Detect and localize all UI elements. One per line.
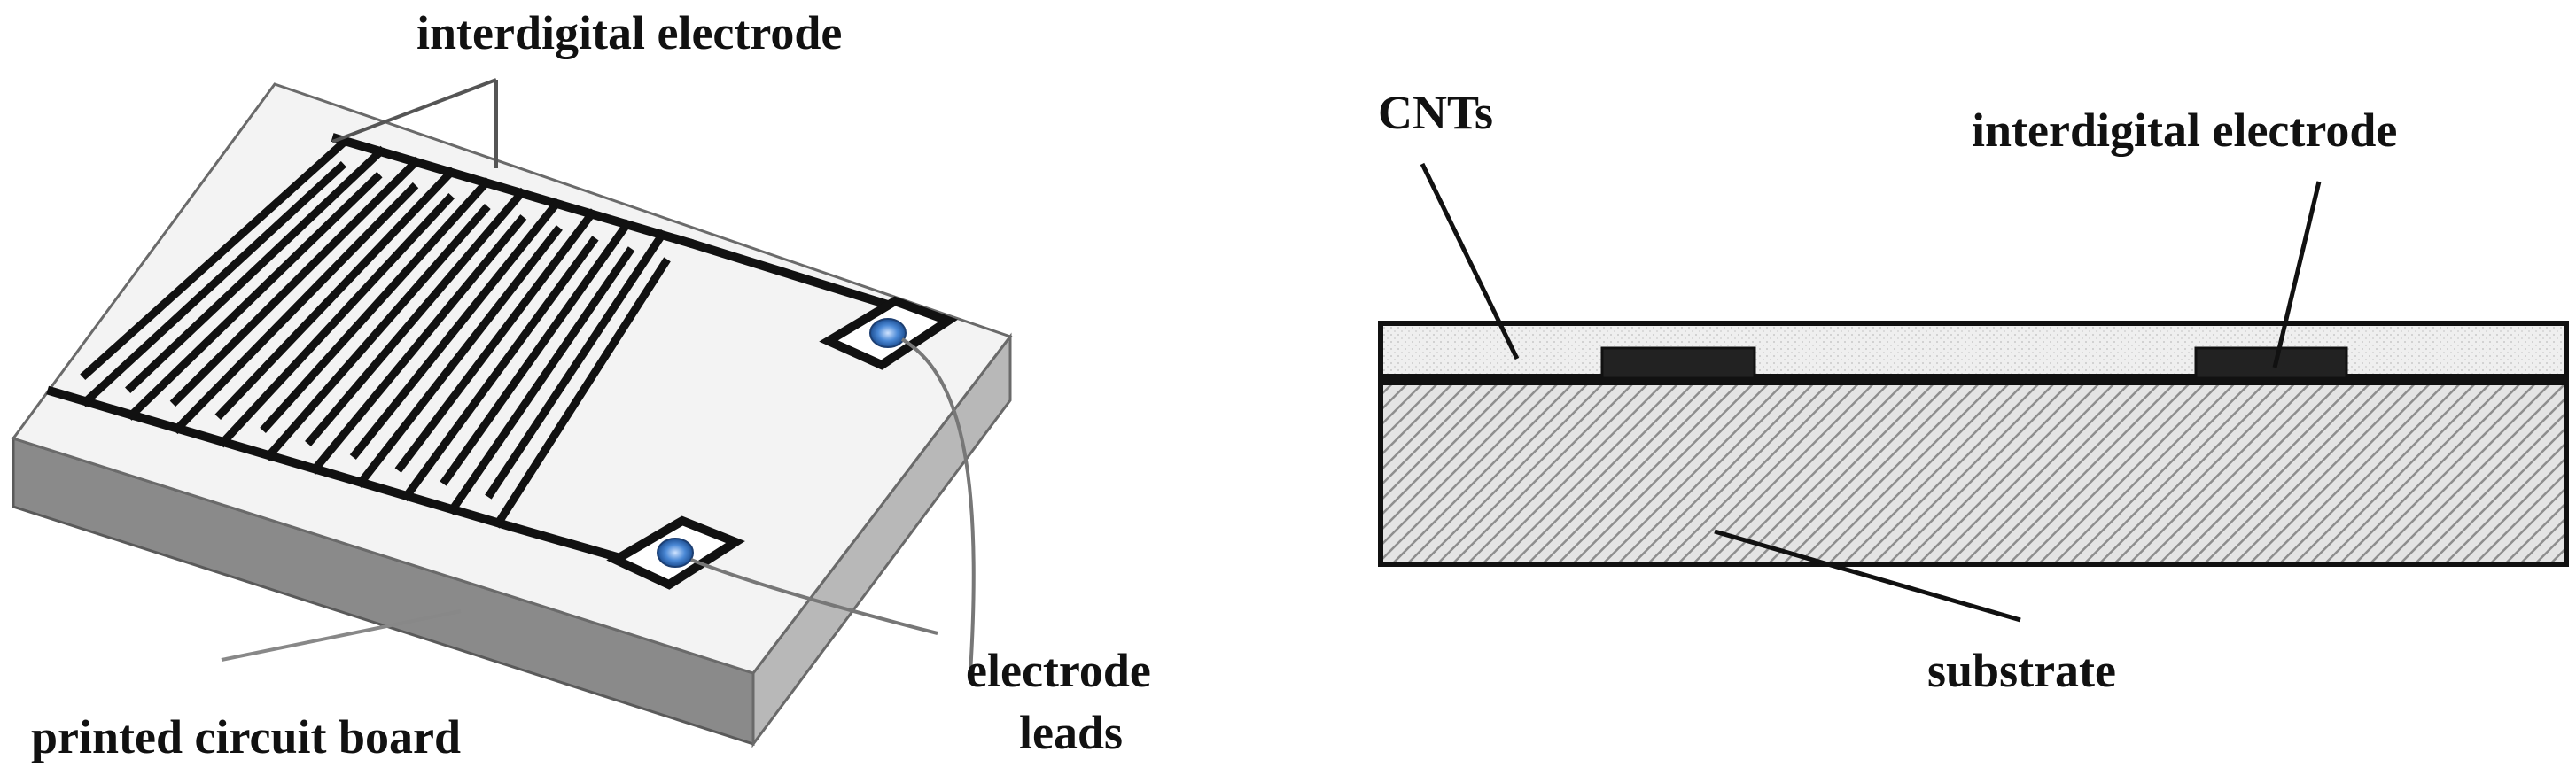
label-cnts: CNTs <box>1378 86 1493 139</box>
board-top-face <box>11 82 1013 675</box>
label-printed-circuit-board: printed circuit board <box>31 710 461 763</box>
electrode-finger <box>493 257 671 529</box>
electrode-finger <box>309 214 527 475</box>
electrode-finger <box>214 167 457 420</box>
electrode-finger <box>126 171 383 421</box>
pcb-3d-view <box>11 78 1013 748</box>
electrode-finger <box>354 225 563 489</box>
label-electrode-leads-line2: leads <box>1019 706 1123 759</box>
lead-pad-lower <box>606 515 745 590</box>
electrode-finger <box>80 160 346 407</box>
electrode-finger <box>401 236 599 502</box>
electrode-finger <box>172 182 419 435</box>
electrode-finger <box>440 219 633 486</box>
electrode-finger <box>125 145 386 394</box>
pointer-line-pcb <box>221 609 462 662</box>
electrode-finger <box>263 204 491 461</box>
pointer-line-cnts <box>1420 162 1520 360</box>
electrode-finger <box>217 193 455 448</box>
electrode-finger <box>447 246 635 515</box>
label-interdigital-electrode-right: interdigital electrode <box>1972 104 2397 157</box>
electrode-trace-to-pad <box>687 238 892 310</box>
electrode-cross-section-1 <box>1600 346 1756 380</box>
electrode-lead-wire-upper <box>900 337 976 674</box>
electrode-finger <box>169 156 422 407</box>
electrode-finger <box>305 187 527 446</box>
label-electrode-leads-line1: electrode <box>966 644 1151 697</box>
interdigital-electrode-comb <box>46 133 892 562</box>
pointer-line-substrate <box>1714 529 2021 623</box>
substrate-layer <box>1378 380 2569 567</box>
label-interdigital-electrode-left: interdigital electrode <box>416 6 842 59</box>
label-substrate: substrate <box>1927 644 2116 697</box>
pointer-line-electrode-a <box>331 78 497 143</box>
electrode-finger <box>349 198 563 460</box>
electrode-finger <box>394 208 598 473</box>
electrode-finger <box>485 229 668 500</box>
cross-section-view <box>1378 162 2569 623</box>
pointer-line-electrode-right <box>2272 181 2322 368</box>
cnt-layer <box>1378 321 2569 381</box>
electrode-trace-to-pad <box>508 522 622 562</box>
electrode-finger <box>80 135 352 381</box>
electrode-cross-section-2 <box>2194 346 2348 380</box>
electrode-finger <box>260 177 492 433</box>
lead-pad-upper <box>819 296 958 370</box>
electrode-lead-wire-lower <box>690 558 938 635</box>
